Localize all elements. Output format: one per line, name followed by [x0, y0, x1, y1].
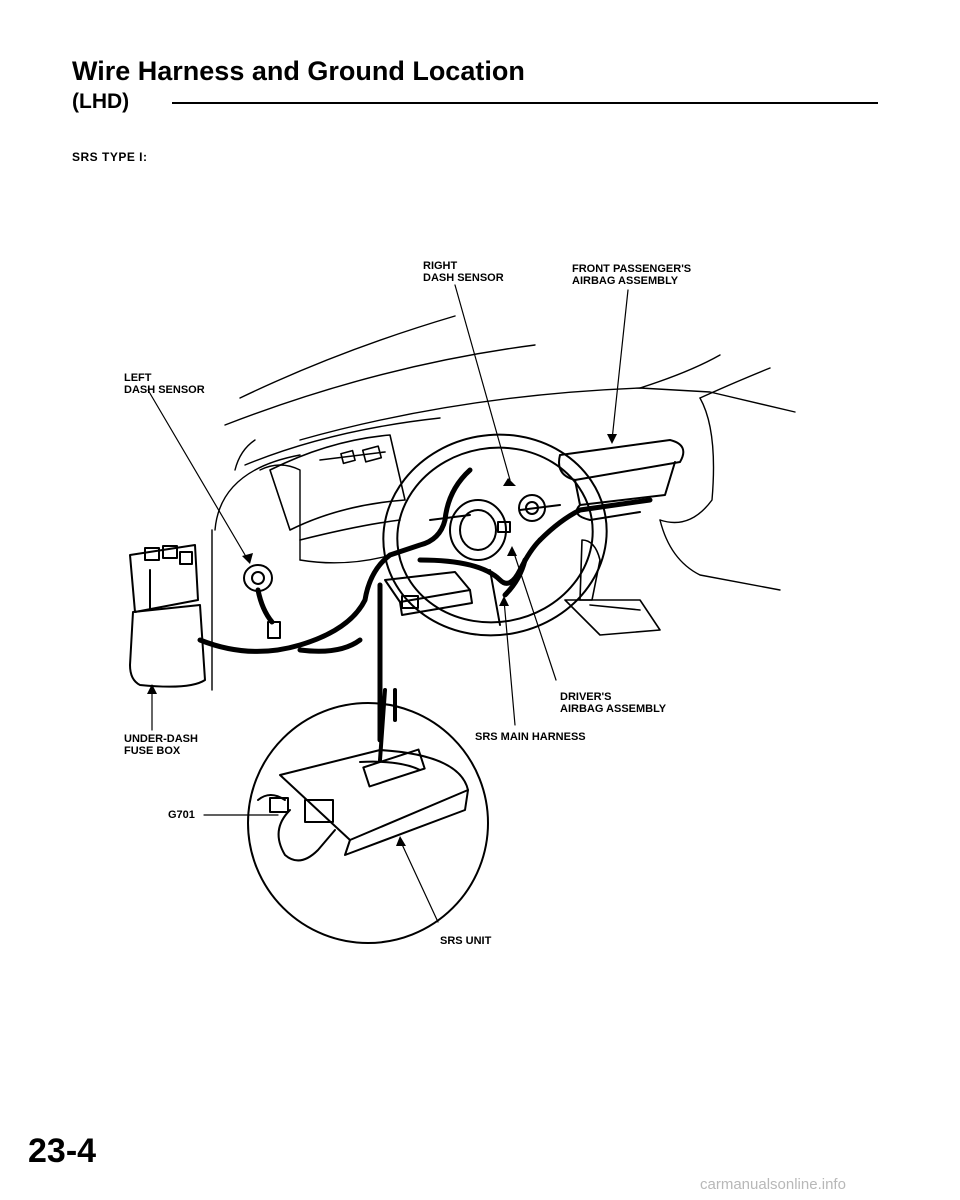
under-dash-fuse-box	[129, 544, 206, 688]
instrument-panel	[269, 434, 406, 541]
srs-unit-dash	[384, 571, 473, 616]
detail-circle	[247, 702, 489, 944]
label-srs-main-harness: SRS MAIN HARNESS	[475, 731, 586, 743]
label-g701: G701	[168, 809, 195, 821]
drivers-airbag-hub	[449, 499, 511, 561]
page-number: 23-4	[28, 1132, 97, 1170]
page-subtitle: (LHD)	[72, 90, 130, 113]
label-srs-unit: SRS UNIT	[440, 935, 492, 947]
watermark: carmanualsonline.info	[700, 1176, 846, 1193]
title-rule	[172, 102, 878, 104]
leader-arrows	[147, 434, 617, 846]
label-front-passenger-airbag: FRONT PASSENGER'S AIRBAG ASSEMBLY	[572, 263, 692, 287]
section-label: SRS TYPE I:	[72, 150, 148, 164]
label-under-dash-fuse-box: UNDER-DASH FUSE BOX	[124, 733, 198, 757]
dashboard-outline	[211, 315, 796, 691]
leader-lines	[147, 284, 629, 923]
label-left-dash-sensor: LEFT DASH SENSOR	[124, 372, 205, 396]
label-drivers-airbag: DRIVER'S AIRBAG ASSEMBLY	[560, 691, 667, 715]
shift-lever	[564, 539, 661, 636]
passenger-airbag	[558, 439, 685, 521]
page-title: Wire Harness and Ground Location	[72, 56, 525, 86]
right-dash-sensor	[518, 494, 546, 522]
zoom-lines	[378, 688, 397, 762]
srs-main-harness	[197, 467, 653, 743]
label-right-dash-sensor: RIGHT DASH SENSOR	[423, 260, 504, 284]
